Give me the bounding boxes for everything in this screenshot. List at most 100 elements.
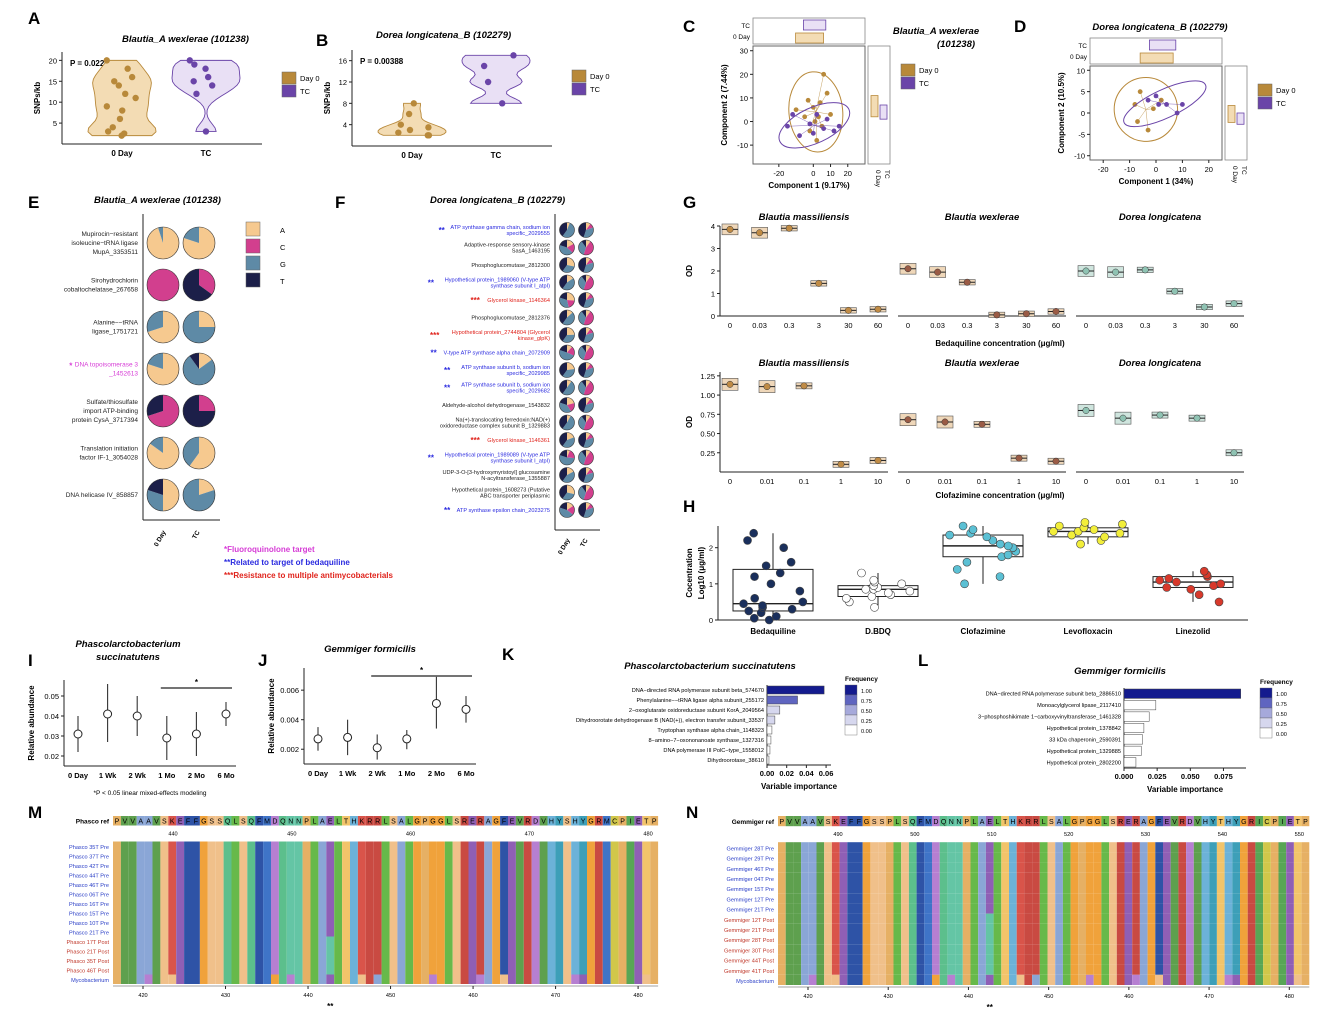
- panel-m-cell: [650, 851, 659, 861]
- panel-n-cell: [1032, 913, 1040, 924]
- panel-n-cell: [816, 954, 825, 965]
- panel-m-cell: [120, 917, 129, 927]
- panel-n-cell: [1193, 883, 1202, 894]
- panel-g-cfz-0-x-tick-label: 0.01: [760, 477, 775, 486]
- panel-m-cell: [397, 974, 406, 984]
- panel-n-cell: [893, 934, 902, 945]
- panel-m-cell: [294, 851, 303, 861]
- panel-n-cell: [1024, 964, 1033, 975]
- panel-m-cell: [579, 870, 587, 880]
- panel-n-ref-cell: [778, 816, 786, 827]
- panel-n-cell: [893, 944, 902, 955]
- panel-l-x-tick-label: 0.075: [1214, 772, 1233, 781]
- panel-m-cell: [294, 974, 303, 984]
- panel-m-cell: [286, 955, 295, 965]
- panel-m-cell: [286, 974, 295, 984]
- panel-n-cell: [839, 964, 848, 975]
- panel-n-cell: [785, 964, 794, 975]
- panel-n-cell: [1024, 862, 1033, 873]
- panel-n-cell: [1247, 974, 1256, 985]
- panel-n-cell: [1293, 862, 1302, 873]
- panel-m-cell: [128, 936, 137, 946]
- panel-m-cell: [539, 898, 548, 908]
- panel-m-cell: [342, 946, 350, 956]
- panel-n-cell: [1147, 974, 1156, 985]
- panel-m-ref-residue: K: [360, 819, 365, 826]
- panel-h-point: [1089, 525, 1099, 534]
- panel-n-cell: [962, 934, 971, 945]
- panel-m-ref-residue: N: [296, 819, 301, 826]
- panel-n-cell: [1016, 872, 1025, 883]
- panel-g-bdq-2-x-tick-label: 0: [1084, 321, 1088, 330]
- panel-m-ref-residue: M: [264, 819, 270, 826]
- panel-n-cell: [978, 883, 986, 894]
- panel-n-ref-residue: S: [903, 819, 908, 826]
- panel-n-cell: [1224, 862, 1233, 873]
- panel-g-cfz-2-x-tick-label: 0: [1084, 477, 1088, 486]
- panel-n-cell: [932, 954, 940, 965]
- panel-n-cell: [1247, 842, 1256, 853]
- panel-n-ref-cell: [1055, 816, 1063, 827]
- panel-n-cell: [1301, 862, 1310, 873]
- panel-f-title: Dorea longicatena_B (102279): [430, 195, 565, 206]
- panel-n-cell: [985, 923, 994, 934]
- panel-n-cell: [878, 872, 886, 883]
- panel-n-cell: [1101, 862, 1110, 873]
- panel-m-cell: [571, 965, 580, 975]
- panel-e-row-label: DNA topoisomerase 3: [75, 362, 139, 369]
- panel-m-ref-residue: V: [130, 819, 135, 826]
- panel-m-cell: [168, 841, 177, 851]
- panel-m-cell: [587, 965, 595, 975]
- panel-n-ref-residue: F: [1157, 819, 1161, 826]
- panel-d-ellipse-Day 0: [1113, 76, 1179, 142]
- panel-h-point: [960, 579, 969, 589]
- panel-g-cfz-2-x-tick-label: 10: [1230, 477, 1238, 486]
- panel-n-cell: [1247, 913, 1256, 924]
- panel-n-cell: [1186, 842, 1194, 853]
- panel-n-ref-cell: [908, 816, 917, 827]
- panel-m-ref-residue: R: [462, 819, 467, 826]
- panel-m-cell: [650, 946, 659, 956]
- panel-n-cell: [1086, 954, 1094, 965]
- panel-m-cell: [413, 879, 422, 889]
- panel-m-cell: [302, 870, 311, 880]
- panel-n-cell: [778, 893, 786, 904]
- panel-n-cell: [1078, 923, 1086, 934]
- panel-f-pie-tc-slice-G: [583, 262, 594, 273]
- panel-m-cell: [587, 974, 595, 984]
- panel-f-pie-day0-slice-C: [567, 505, 575, 515]
- panel-m-cell: [523, 860, 532, 870]
- panel-n-cell: [1047, 852, 1056, 863]
- panel-m-cell: [405, 870, 414, 880]
- panel-n-cell: [1178, 974, 1187, 985]
- panel-i-point: [191, 729, 201, 739]
- panel-m-cell: [207, 955, 216, 965]
- panel-m-cell: [334, 870, 343, 880]
- panel-m-cell: [152, 851, 161, 861]
- panel-m-cell: [610, 879, 619, 889]
- panel-n-cell: [955, 923, 963, 934]
- panel-m-cell: [634, 879, 643, 889]
- panel-m-cell: [199, 870, 208, 880]
- panel-m-cell: [405, 974, 414, 984]
- panel-m-ref-residue: D: [533, 819, 538, 826]
- panel-n-cell: [1216, 872, 1225, 883]
- panel-n-cell: [1270, 872, 1279, 883]
- panel-n-cell: [908, 893, 917, 904]
- panel-n-cell: [1240, 964, 1248, 975]
- panel-c-point: [793, 107, 799, 113]
- panel-n-ref-residue: E: [841, 819, 846, 826]
- panel-m-cell: [318, 879, 327, 889]
- panel-b-point: [484, 78, 492, 86]
- panel-m-cell: [602, 946, 611, 956]
- panel-m-cell: [318, 927, 327, 937]
- panel-a-y-tick-label: 20: [49, 56, 57, 65]
- panel-n-cell: [1093, 872, 1102, 883]
- panel-m-cell: [144, 879, 153, 889]
- panel-f-pie-tc-slice-C: [583, 451, 594, 466]
- panel-n-cell: [1024, 903, 1033, 914]
- panel-j-point: [343, 732, 353, 742]
- panel-n-cell: [1139, 852, 1148, 863]
- panel-m-cell: [626, 965, 635, 975]
- panel-g-bdq-0-x-tick-label: 30: [844, 321, 852, 330]
